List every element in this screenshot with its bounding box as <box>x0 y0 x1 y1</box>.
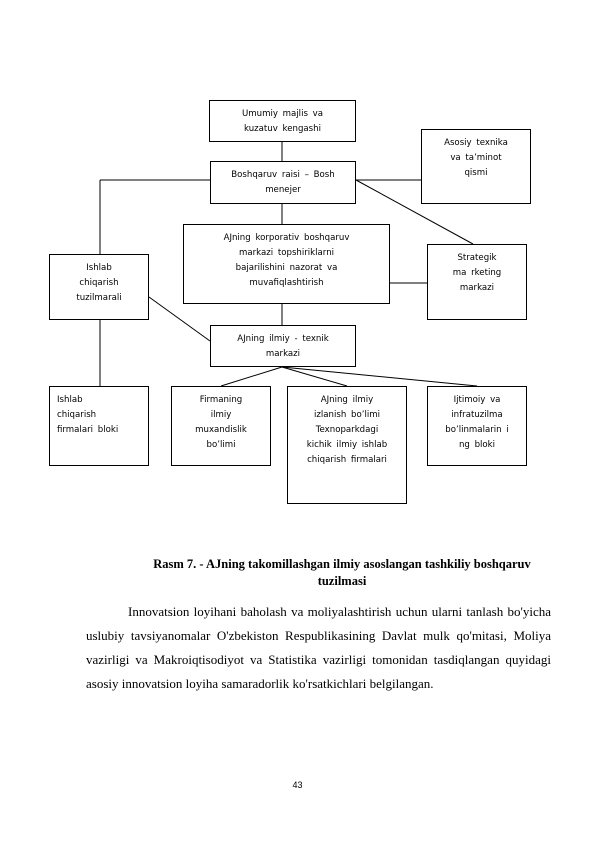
figure-caption: Rasm 7. - AJning takomillashgan ilmiy as… <box>118 556 566 590</box>
node-corporate-management-center: AJning korporativ boshqaruv markazi tops… <box>183 224 390 304</box>
node-technical-base: Asosiy texnika va ta’minot qismi <box>421 129 531 204</box>
node-research-department: AJning ilmiy izlanish bo’limi Texnoparkd… <box>287 386 407 504</box>
node-social-infrastructure-block: Ijtimoiy va infratuzilma bo’linmalarin i… <box>427 386 527 466</box>
node-production-units: Ishlab chiqarish tuzilmarali <box>49 254 149 320</box>
node-chairman-general-manager: Boshqaruv raisi – Bosh menejer <box>210 161 356 204</box>
node-firm-engineering-department: Firmaning ilmiy muxandislik bo’limi <box>171 386 271 466</box>
node-scientific-technical-center: AJning ilmiy - texnik markazi <box>210 325 356 367</box>
body-paragraph: Innovatsion loyihani baholash va moliyal… <box>86 604 551 691</box>
node-strategic-marketing-center: Strategik ma rketing markazi <box>427 244 527 320</box>
node-general-assembly: Umumiy majlis va kuzatuv kengashi <box>209 100 356 142</box>
node-production-firms-block: Ishlab chiqarish firmalari bloki <box>49 386 149 466</box>
figure-caption-line-2: tuzilmasi <box>317 574 367 588</box>
page-number: 43 <box>292 780 303 790</box>
figure-caption-line-1: Rasm 7. - AJning takomillashgan ilmiy as… <box>153 557 531 571</box>
